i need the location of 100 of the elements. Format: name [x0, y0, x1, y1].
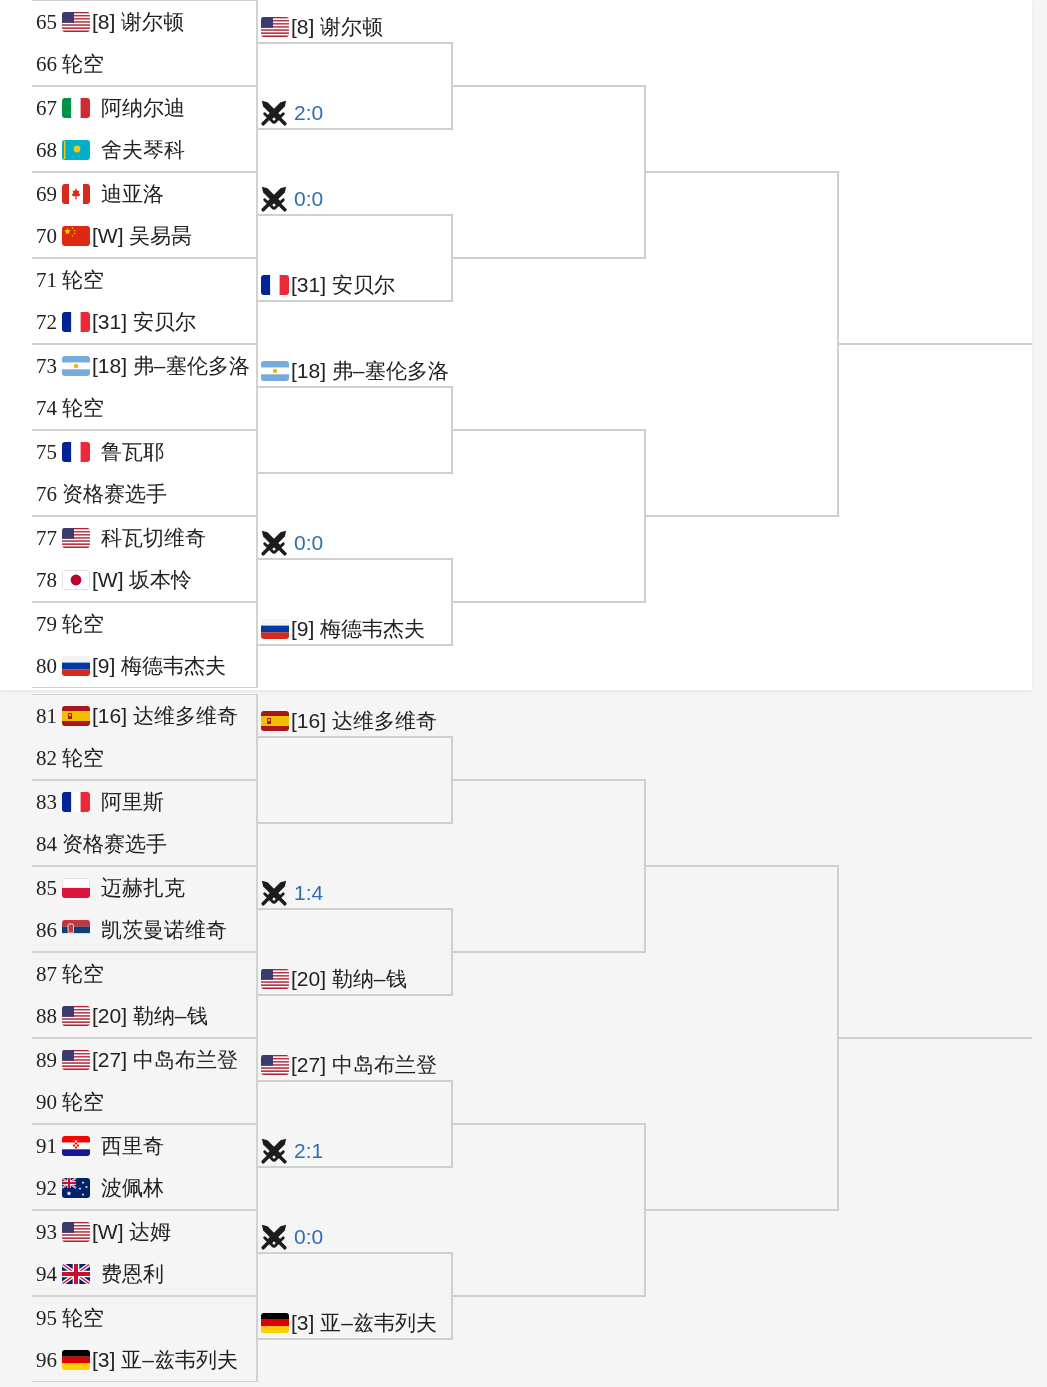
player-name: [9] 梅德韦杰夫 — [92, 654, 227, 678]
bracket-line — [452, 951, 645, 953]
match-score: 0:0 — [294, 187, 324, 211]
match-score: 1:4 — [294, 881, 324, 905]
player-name: 费恩利 — [101, 1262, 164, 1286]
player-name: [3] 亚–兹韦列夫 — [92, 1348, 238, 1372]
player-name: [3] 亚–兹韦列夫 — [291, 1311, 437, 1335]
player-name: 轮空 — [62, 1090, 104, 1114]
draw-number: 69 — [36, 182, 57, 206]
draw-number: 96 — [36, 1348, 57, 1372]
bracket-connector — [644, 779, 646, 867]
player-name: [W] 坂本怜 — [92, 568, 193, 592]
bracket-connector — [837, 865, 839, 1039]
draw-number: 89 — [36, 1048, 57, 1072]
player-name: 轮空 — [62, 962, 104, 986]
bracket-line — [452, 779, 645, 781]
player-name: [W] 吴易昺 — [92, 224, 193, 248]
draw-number: 73 — [36, 354, 57, 378]
player-name: 轮空 — [62, 612, 104, 636]
draw-number: 88 — [36, 1004, 57, 1028]
draw-number: 93 — [36, 1220, 57, 1244]
bracket-connector — [451, 386, 453, 431]
bracket-connector — [451, 1295, 453, 1340]
bracket-connector — [644, 865, 646, 953]
player-name: 资格赛选手 — [62, 482, 167, 506]
bracket-connector — [451, 601, 453, 646]
match-box — [32, 780, 258, 866]
bracket-line — [452, 1295, 645, 1297]
player-name: [8] 谢尔顿 — [291, 15, 384, 39]
bracket-connector — [451, 951, 453, 996]
bracket-slot — [258, 98, 452, 130]
bracket-slot — [258, 1136, 452, 1168]
player-name: [27] 中岛布兰登 — [291, 1053, 437, 1077]
bracket-connector — [451, 1080, 453, 1125]
player-name: 轮空 — [62, 52, 104, 76]
bracket-connector — [644, 429, 646, 517]
bracket-connector — [644, 1209, 646, 1297]
player-name: 迈赫扎克 — [101, 876, 185, 900]
bracket-connector — [451, 736, 453, 781]
draw-number: 80 — [36, 654, 57, 678]
player-name: 鲁瓦耶 — [101, 440, 164, 464]
draw-number: 86 — [36, 918, 57, 942]
match-box — [32, 866, 258, 952]
player-name: [8] 谢尔顿 — [92, 10, 185, 34]
bracket-connector — [451, 908, 453, 953]
bracket-line — [645, 171, 838, 173]
bracket-connector — [644, 85, 646, 173]
match-box — [32, 1210, 258, 1296]
player-name: 轮空 — [62, 268, 104, 292]
match-box — [32, 172, 258, 258]
draw-number: 68 — [36, 138, 57, 162]
player-name: [9] 梅德韦杰夫 — [291, 617, 426, 641]
bracket-connector — [451, 429, 453, 474]
match-box — [32, 344, 258, 430]
player-name: 阿纳尔迪 — [101, 96, 185, 120]
match-box — [32, 0, 258, 86]
bracket-connector — [451, 779, 453, 824]
player-name: 舍夫琴科 — [101, 138, 185, 162]
draw-number: 85 — [36, 876, 57, 900]
match-box — [32, 1296, 258, 1382]
bracket-line — [452, 429, 645, 431]
bracket-connector — [837, 343, 839, 517]
match-box — [32, 1124, 258, 1210]
bracket-line — [838, 1037, 1032, 1039]
player-name: [16] 达维多维奇 — [92, 704, 238, 728]
draw-number: 79 — [36, 612, 57, 636]
bracket-slot — [258, 1222, 452, 1254]
player-name: 轮空 — [62, 746, 104, 770]
player-name: 迪亚洛 — [101, 182, 164, 206]
draw-number: 81 — [36, 704, 57, 728]
player-name: [27] 中岛布兰登 — [92, 1048, 238, 1072]
bracket-slot — [258, 528, 452, 560]
player-name: 西里奇 — [101, 1134, 164, 1158]
bracket-connector — [451, 1252, 453, 1297]
player-name: 资格赛选手 — [62, 832, 167, 856]
bracket-connector — [451, 85, 453, 130]
bracket-line — [452, 1123, 645, 1125]
match-score: 2:0 — [294, 101, 324, 125]
player-name: [W] 达姆 — [92, 1220, 172, 1244]
draw-number: 70 — [36, 224, 57, 248]
bracket-connector — [644, 171, 646, 259]
match-box — [32, 694, 258, 780]
draw-number: 94 — [36, 1262, 57, 1286]
draw-number: 95 — [36, 1306, 57, 1330]
bracket-line — [838, 343, 1032, 345]
player-name: 轮空 — [62, 1306, 104, 1330]
bracket-connector — [644, 1123, 646, 1211]
bracket-slot — [258, 878, 452, 910]
bracket-line — [645, 515, 838, 517]
player-name: 阿里斯 — [101, 790, 164, 814]
draw-number: 91 — [36, 1134, 57, 1158]
bracket-connector — [644, 515, 646, 603]
match-box — [32, 258, 258, 344]
draw-number: 90 — [36, 1090, 57, 1114]
draw-number: 67 — [36, 96, 57, 120]
bracket-line — [258, 822, 452, 824]
player-name: 科瓦切维奇 — [101, 526, 206, 550]
bracket-connector — [451, 1123, 453, 1168]
bracket-line — [452, 601, 645, 603]
bracket-connector — [451, 42, 453, 87]
